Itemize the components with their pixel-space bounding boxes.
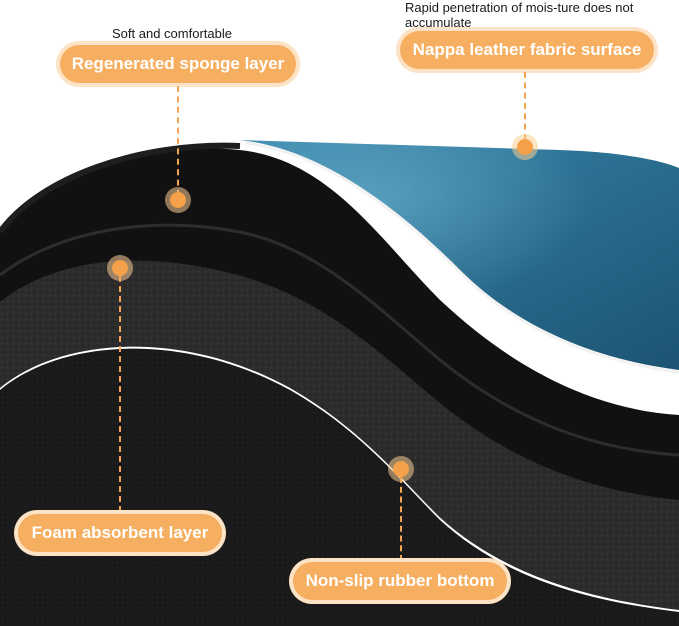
rubber-bottom-layer — [0, 348, 679, 626]
leather-label: Nappa leather fabric surface — [400, 31, 654, 69]
rubber-caption: Anti-slip texture for firm grip — [306, 611, 465, 626]
leather-marker-dot — [517, 139, 533, 155]
foam-marker-dot — [112, 260, 128, 276]
sponge-inner-line — [0, 223, 679, 457]
foam-caption: Absorb instantly and evaporate quickly — [22, 561, 202, 591]
sponge-layer-shape — [0, 148, 679, 500]
leather-leader-line — [524, 72, 526, 140]
sponge-label: Regenerated sponge layer — [60, 45, 296, 83]
leather-white-edge — [244, 141, 679, 374]
rubber-leader-line — [400, 477, 402, 561]
sponge-leader-line — [177, 86, 179, 196]
rubber-label: Non-slip rubber bottom — [293, 562, 507, 600]
leather-caption: Rapid penetration of mois-ture does not … — [405, 0, 634, 30]
sponge-caption: Soft and comfortable — [112, 26, 232, 41]
rubber-marker-dot — [393, 461, 409, 477]
foam-absorbent-layer-shape — [0, 257, 679, 610]
sponge-marker-dot — [170, 192, 186, 208]
leather-surface-highlight — [240, 140, 679, 370]
sponge-top-rim — [0, 142, 241, 234]
foam-leader-line — [119, 276, 121, 512]
foam-label: Foam absorbent layer — [18, 514, 222, 552]
